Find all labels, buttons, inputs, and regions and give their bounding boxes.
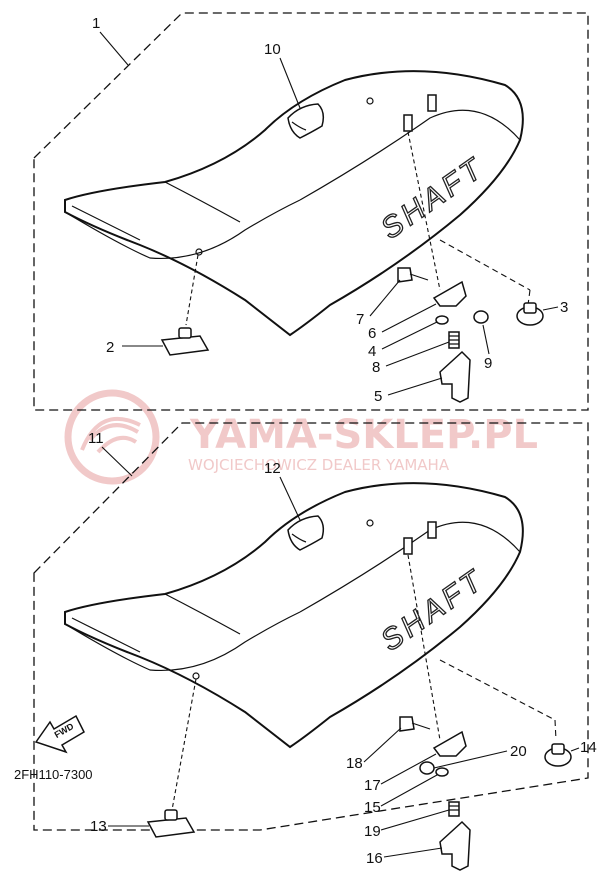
- nut-icon: [419, 761, 435, 775]
- lower-dashed-frame: [33, 422, 589, 831]
- upper-assembly: SHAFT: [33, 12, 589, 411]
- watermark: YAMA-SKLEP.PL WOJCIECHOWICZ DEALER YAMAH…: [64, 389, 538, 485]
- bolt-icon: [397, 267, 413, 283]
- hook-icon: [432, 730, 467, 757]
- diagram-code: 2FH110-7300: [14, 767, 93, 782]
- hook-icon: [432, 280, 467, 307]
- lock-icon: [439, 820, 471, 871]
- seat-lettering: SHAFT: [375, 563, 491, 658]
- callout-label: 16: [366, 850, 383, 867]
- seat-stud-icon: [427, 521, 437, 539]
- washer-icon: [435, 767, 449, 777]
- watermark-tagline: WOJCIECHOWICZ DEALER YAMAHA: [188, 456, 450, 474]
- callout-label: 2: [106, 339, 114, 356]
- lower-assembly: SHAFT: [33, 422, 589, 871]
- seat-stud-icon: [403, 537, 413, 555]
- bolt-icon: [399, 716, 415, 732]
- seat-lettering: SHAFT: [375, 151, 491, 246]
- callout-label: 7: [356, 311, 364, 328]
- upper-dashed-frame: [33, 12, 589, 411]
- callout-label: 18: [346, 755, 363, 772]
- watermark-name: YAMA-SKLEP.PL: [189, 412, 538, 458]
- seat-band-icon: [287, 103, 325, 139]
- callout-label: 17: [364, 777, 381, 794]
- watermark-logo-icon: [64, 389, 160, 485]
- callout-label: 14: [580, 739, 597, 756]
- callout-label: 19: [364, 823, 381, 840]
- callout-label: 13: [90, 818, 107, 835]
- callout-label: 11: [88, 430, 104, 447]
- spring-icon: [448, 801, 460, 817]
- callout-label: 6: [368, 325, 376, 342]
- bracket-icon: [160, 335, 210, 356]
- fwd-arrow-icon: [34, 714, 85, 754]
- callout-label: 9: [484, 355, 492, 372]
- bracket-icon: [146, 817, 196, 838]
- fwd-indicator: FWD: [34, 714, 85, 754]
- callout-label: 12: [264, 460, 281, 477]
- callout-label: 4: [368, 343, 376, 360]
- lower-seat: SHAFT: [64, 482, 524, 749]
- seat-stud-icon: [427, 94, 437, 112]
- washer-icon: [435, 315, 449, 325]
- callout-label: 5: [374, 388, 382, 405]
- callout-label: 8: [372, 359, 380, 376]
- lock-icon: [439, 350, 471, 403]
- lower-callouts: 11 12 13 14 15 16 17 18 19 20: [88, 430, 597, 867]
- seat-band-icon: [287, 515, 325, 551]
- callout-label: 3: [560, 299, 568, 316]
- callout-label: 15: [364, 799, 381, 816]
- upper-callouts: 1 2 3 4 5 6 7 8 9 10: [92, 15, 568, 405]
- seat-stud-icon: [403, 114, 413, 132]
- nut-icon: [473, 310, 489, 324]
- callout-label: 1: [92, 15, 100, 32]
- callout-label: 20: [510, 743, 527, 760]
- callout-label: 10: [264, 41, 281, 58]
